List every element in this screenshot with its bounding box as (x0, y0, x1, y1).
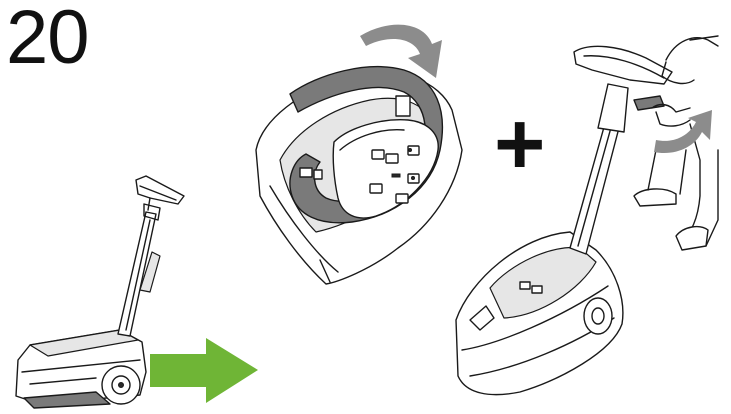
curved-arrow-icon (654, 110, 712, 154)
plus-sign: + (494, 94, 546, 193)
handle-control-panel-icon (255, 66, 463, 285)
curved-arrow-icon (360, 24, 442, 78)
right-arrow-icon (150, 338, 258, 403)
step-number: 20 (6, 0, 90, 80)
tilted-scrubber-icon (455, 45, 673, 396)
floor-scrubber-icon (15, 175, 185, 409)
operator-hands-icon (633, 35, 719, 251)
